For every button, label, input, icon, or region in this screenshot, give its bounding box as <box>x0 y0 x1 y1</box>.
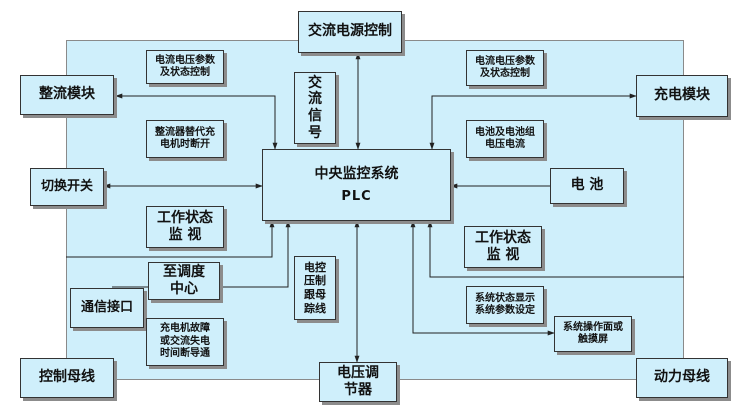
ac-power-control-box: 交流电源控制 <box>298 11 402 53</box>
params-control-left-label: 电流电压参数 及状态控制 <box>146 50 224 84</box>
rectifier-replace-label: 整流器替代充 电机时断开 <box>146 120 224 158</box>
work-status-left-label: 工作状态 监 视 <box>146 206 224 248</box>
center-subtitle: PLC <box>341 188 372 204</box>
voltage-regulator-box: 电压调 节器 <box>319 362 397 402</box>
system-status-label: 系统状态显示 系统参数设定 <box>466 286 544 324</box>
control-bus-box: 控制母线 <box>20 358 114 398</box>
ac-signal-label: 交 流 信 号 <box>294 72 336 144</box>
work-status-right-label: 工作状态 监 视 <box>464 226 542 268</box>
battery-voltage-current-label: 电池及电池组 电压电流 <box>466 120 544 158</box>
rectifier-module-box: 整流模块 <box>20 75 114 115</box>
power-bus-box: 动力母线 <box>636 358 728 398</box>
charging-module-box: 充电模块 <box>636 75 728 117</box>
transfer-switch-box: 切换开关 <box>30 168 104 206</box>
to-dispatch-label: 至调度 中心 <box>148 262 220 300</box>
center-title: 中央监控系统 <box>314 165 399 182</box>
line-center-touch <box>410 220 555 336</box>
charger-fault-label: 充电机故障 或交流失电 时间断导通 <box>146 318 224 366</box>
central-plc-box: 中央监控系统 PLC <box>262 149 451 221</box>
comm-interface-box: 通信接口 <box>70 288 144 328</box>
touch-screen-box: 系统操作面或 触摸屏 <box>554 316 632 352</box>
battery-box: 电 池 <box>550 168 624 204</box>
line-rectifier-center <box>115 93 278 150</box>
line-left-monitor <box>66 220 275 258</box>
params-control-right-label: 电流电压参数 及状态控制 <box>466 50 544 86</box>
line-charging-center <box>429 93 637 150</box>
voltage-tracking-label: 电控 压制 跟母 踪线 <box>294 256 336 320</box>
